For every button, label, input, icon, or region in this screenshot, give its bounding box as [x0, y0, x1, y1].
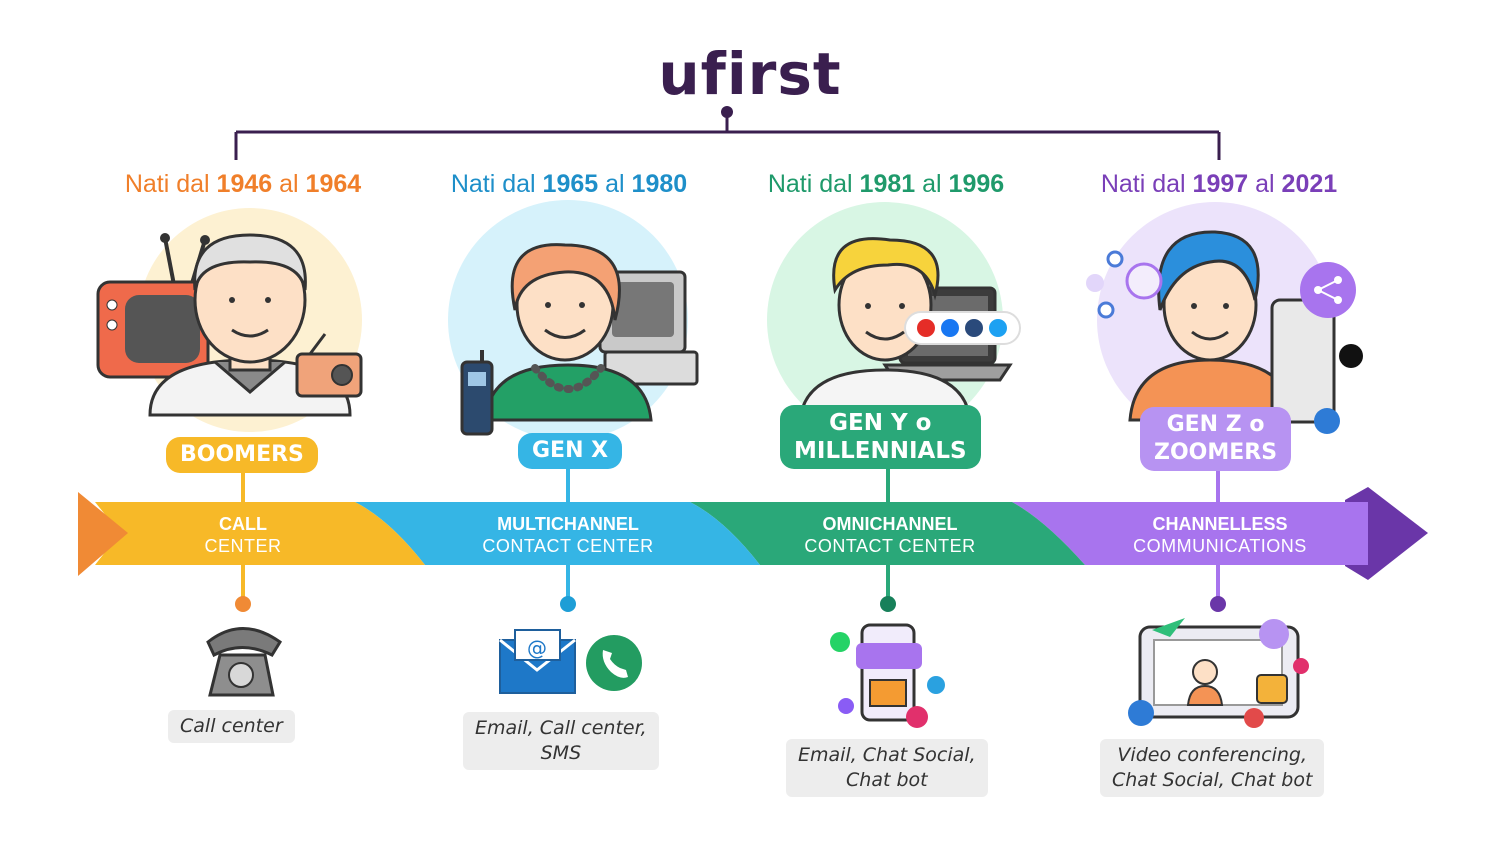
- birth-range-geny: Nati dal 1981 al 1996: [767, 170, 1005, 198]
- twitter-icon: [989, 319, 1007, 337]
- phone-call-icon: [586, 635, 642, 691]
- generation-label-genz: GEN Z o ZOOMERS: [1140, 407, 1292, 471]
- generation-label-geny: GEN Y o MILLENNIALS: [780, 405, 981, 469]
- globe-icon: [1125, 262, 1163, 300]
- band-label-multichannel: MULTICHANNEL CONTACT CENTER: [482, 514, 654, 556]
- telephone-icon: [206, 627, 283, 697]
- geny-illustration: [798, 237, 1021, 422]
- facebook-icon: [941, 319, 959, 337]
- heart-icon: [1244, 708, 1264, 728]
- dot-genx: [560, 596, 576, 612]
- caption-geny: Email, Chat Social, Chat bot: [786, 739, 988, 797]
- smartphone-icon: [1270, 298, 1336, 424]
- instagram-icon: [906, 706, 928, 728]
- arrow-tail: [78, 492, 128, 576]
- band-label-omnichannel: OMNICHANNEL CONTACT CENTER: [804, 514, 976, 556]
- like-icon-2: [1128, 700, 1154, 726]
- email-envelope-icon: @: [499, 629, 576, 694]
- genx-illustration: [460, 243, 699, 436]
- birth-range-genz: Nati dal 1997 al 2021: [1100, 170, 1338, 198]
- birth-range-boomers: Nati dal 1946 al 1964: [124, 170, 362, 198]
- messenger-icon: [838, 698, 854, 714]
- logo-tree: [234, 112, 1221, 160]
- telegram-icon: [927, 676, 945, 694]
- birth-range-genx: Nati dal 1965 al 1980: [450, 170, 688, 198]
- microphone-icon: [1259, 619, 1289, 649]
- dot-boomers: [235, 596, 251, 612]
- band-channelless: [1012, 502, 1368, 565]
- messenger-group-icon: [965, 319, 983, 337]
- band-label-channelless: CHANNELLESS COMMUNICATIONS: [1133, 514, 1307, 556]
- band-omnichannel: [690, 502, 1085, 565]
- chatbot-icon: [1256, 674, 1288, 704]
- caption-genz: Video conferencing, Chat Social, Chat bo…: [1100, 739, 1325, 797]
- svg-text:@: @: [527, 636, 547, 660]
- share-icon: [1300, 262, 1356, 318]
- instagram-icon-2: [1293, 658, 1309, 674]
- video-conferencing-icon: [1128, 618, 1309, 728]
- band-call-center: [95, 502, 425, 565]
- generation-label-boomers: BOOMERS: [166, 437, 318, 473]
- like-icon: [1314, 408, 1340, 434]
- wifi-icon: [1097, 301, 1115, 319]
- cloud-icon: [1086, 274, 1104, 292]
- caption-genx: Email, Call center, SMS: [463, 712, 659, 770]
- social-icons-bubble: [904, 311, 1021, 345]
- band-label-call-center: CALL CENTER: [204, 514, 282, 556]
- settings-icon: [1106, 250, 1124, 268]
- logo-tree-dot: [721, 106, 733, 118]
- dot-genz: [1210, 596, 1226, 612]
- tiktok-icon: [1339, 344, 1363, 368]
- timeline-band: [78, 487, 1428, 580]
- ufirst-logo: ufirst: [658, 40, 842, 108]
- multichannel-phone-icon: [830, 623, 945, 728]
- caption-boomers: Call center: [168, 710, 295, 743]
- dot-geny: [880, 596, 896, 612]
- whatsapp-icon: [830, 632, 850, 652]
- band-multichannel: [355, 502, 760, 565]
- youtube-icon: [917, 319, 935, 337]
- send-icon: [1152, 618, 1185, 637]
- generation-label-genx: GEN X: [518, 433, 623, 469]
- boomer-illustration: [96, 233, 363, 417]
- genz-illustration: [1086, 230, 1363, 434]
